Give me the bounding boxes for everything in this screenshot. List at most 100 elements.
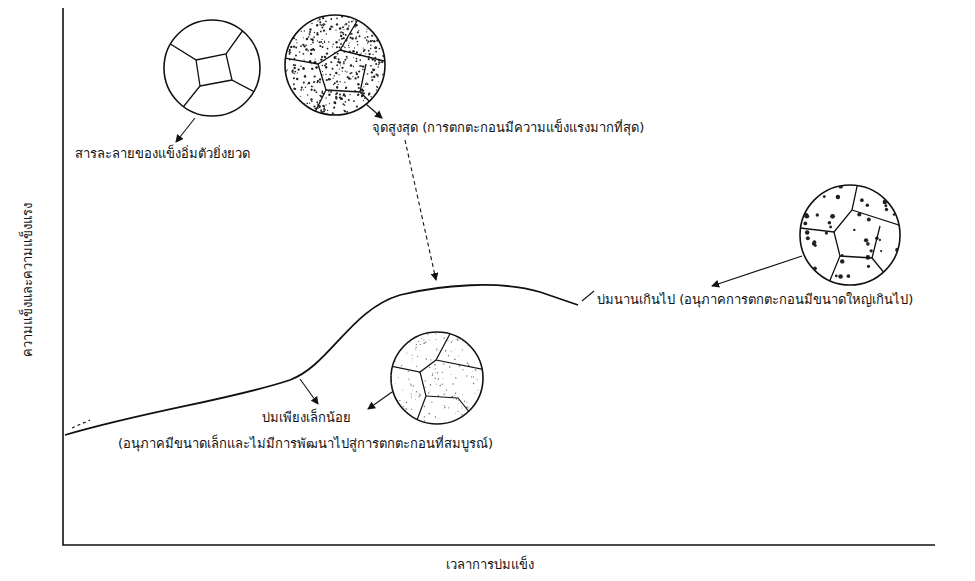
precipitate-dot bbox=[319, 45, 321, 47]
precipitate-dot bbox=[295, 39, 297, 41]
precipitate-dot bbox=[336, 80, 338, 82]
precipitate-dot bbox=[325, 74, 326, 75]
precipitate-dot bbox=[413, 385, 414, 386]
precipitate-dot bbox=[828, 221, 832, 225]
precipitate-dot bbox=[319, 18, 321, 20]
precipitate-dot bbox=[294, 88, 296, 90]
precipitate-dot bbox=[357, 76, 359, 78]
precipitate-dot bbox=[302, 67, 304, 69]
precipitate-dot bbox=[365, 83, 367, 85]
precipitate-dot bbox=[462, 394, 464, 396]
precipitate-dot bbox=[424, 420, 425, 421]
precipitate-dot bbox=[444, 420, 446, 422]
precipitate-dot bbox=[325, 63, 327, 65]
precipitate-dot bbox=[428, 392, 429, 393]
precipitate-dot bbox=[411, 394, 412, 395]
precipitate-dot bbox=[443, 394, 444, 395]
precipitate-dot bbox=[324, 24, 326, 26]
precipitate-dot bbox=[420, 344, 421, 345]
precipitate-dot bbox=[436, 349, 437, 350]
precipitate-dot bbox=[368, 93, 370, 95]
precipitate-dot bbox=[337, 53, 339, 55]
precipitate-dot bbox=[370, 40, 372, 42]
precipitate-dot bbox=[880, 250, 882, 252]
precipitate-dot bbox=[348, 47, 349, 48]
precipitate-dot bbox=[343, 37, 345, 39]
annotation: จุดสูงสุด (การตกตะกอนมีความแข็งแรงมากที่… bbox=[372, 120, 644, 137]
precipitate-dot bbox=[326, 52, 328, 54]
precipitate-dot bbox=[477, 389, 478, 390]
precipitate-dot bbox=[379, 48, 381, 50]
precipitate-dot bbox=[373, 69, 375, 71]
precipitate-dot bbox=[301, 90, 302, 91]
precipitate-dot bbox=[313, 105, 315, 107]
precipitate-dot bbox=[322, 91, 324, 93]
precipitate-dot bbox=[311, 23, 313, 25]
precipitate-dot bbox=[370, 96, 371, 97]
precipitate-dot bbox=[311, 101, 312, 102]
precipitate-dot bbox=[368, 50, 370, 52]
precipitate-dot bbox=[363, 47, 364, 48]
precipitate-dot bbox=[340, 31, 342, 33]
precipitate-dot bbox=[867, 265, 870, 268]
precipitate-dot bbox=[836, 195, 841, 200]
precipitate-dot bbox=[813, 266, 817, 270]
precipitate-dot bbox=[864, 238, 868, 242]
precipitate-dot bbox=[325, 20, 327, 22]
precipitate-dot bbox=[297, 72, 298, 73]
precipitate-dot bbox=[461, 407, 462, 408]
precipitate-dot bbox=[327, 48, 329, 50]
precipitate-dot bbox=[458, 355, 460, 357]
precipitate-dot bbox=[466, 375, 467, 376]
precipitate-dot bbox=[866, 204, 869, 207]
precipitate-dot bbox=[309, 31, 311, 33]
precipitate-dot bbox=[376, 86, 377, 87]
precipitate-dot bbox=[356, 73, 358, 75]
precipitate-dot bbox=[391, 375, 392, 376]
precipitate-dot bbox=[451, 351, 453, 353]
precipitate-dot bbox=[325, 97, 326, 98]
precipitate-dot bbox=[313, 36, 315, 38]
precipitate-dot bbox=[344, 47, 345, 48]
precipitate-dot bbox=[835, 275, 838, 278]
precipitate-dot bbox=[364, 37, 366, 39]
precipitate-dot bbox=[355, 72, 357, 74]
precipitate-dot bbox=[435, 416, 437, 418]
precipitate-dot bbox=[336, 46, 338, 48]
precipitate-dot bbox=[321, 92, 323, 94]
precipitate-dot bbox=[867, 217, 871, 221]
precipitate-dot bbox=[382, 55, 384, 57]
precipitate-dot bbox=[344, 24, 345, 25]
precipitate-dot bbox=[866, 242, 870, 246]
precipitate-dot bbox=[452, 340, 454, 342]
precipitate-dot bbox=[408, 378, 409, 379]
precipitate-dot bbox=[305, 86, 306, 87]
hardness-curve bbox=[65, 285, 578, 435]
precipitate-dot bbox=[343, 37, 345, 39]
precipitate-dot bbox=[342, 26, 344, 28]
precipitate-dot bbox=[473, 392, 475, 394]
precipitate-dot bbox=[424, 421, 426, 423]
precipitate-dot bbox=[359, 65, 361, 67]
precipitate-dot bbox=[345, 87, 347, 89]
precipitate-dot bbox=[434, 371, 436, 373]
precipitate-dot bbox=[830, 214, 835, 219]
precipitate-dot bbox=[335, 29, 336, 30]
precipitate-dot bbox=[339, 27, 341, 29]
precipitate-dot bbox=[323, 110, 325, 112]
precipitate-dot bbox=[403, 406, 404, 407]
precipitate-dot bbox=[310, 98, 312, 100]
precipitate-dot bbox=[311, 85, 313, 87]
precipitate-dot bbox=[437, 372, 439, 374]
precipitate-dot bbox=[466, 402, 467, 403]
precipitate-dot bbox=[435, 368, 436, 369]
precipitate-dot bbox=[473, 383, 475, 385]
precipitate-dot bbox=[370, 44, 371, 45]
precipitate-dot bbox=[290, 52, 292, 54]
precipitate-dot bbox=[879, 239, 881, 241]
axis-title: ความแข็งและความแข็งแรง bbox=[20, 203, 37, 357]
precipitate-dot bbox=[376, 89, 377, 90]
precipitate-dot bbox=[415, 349, 416, 350]
precipitate-dot bbox=[315, 58, 316, 59]
precipitate-dot bbox=[438, 350, 440, 352]
